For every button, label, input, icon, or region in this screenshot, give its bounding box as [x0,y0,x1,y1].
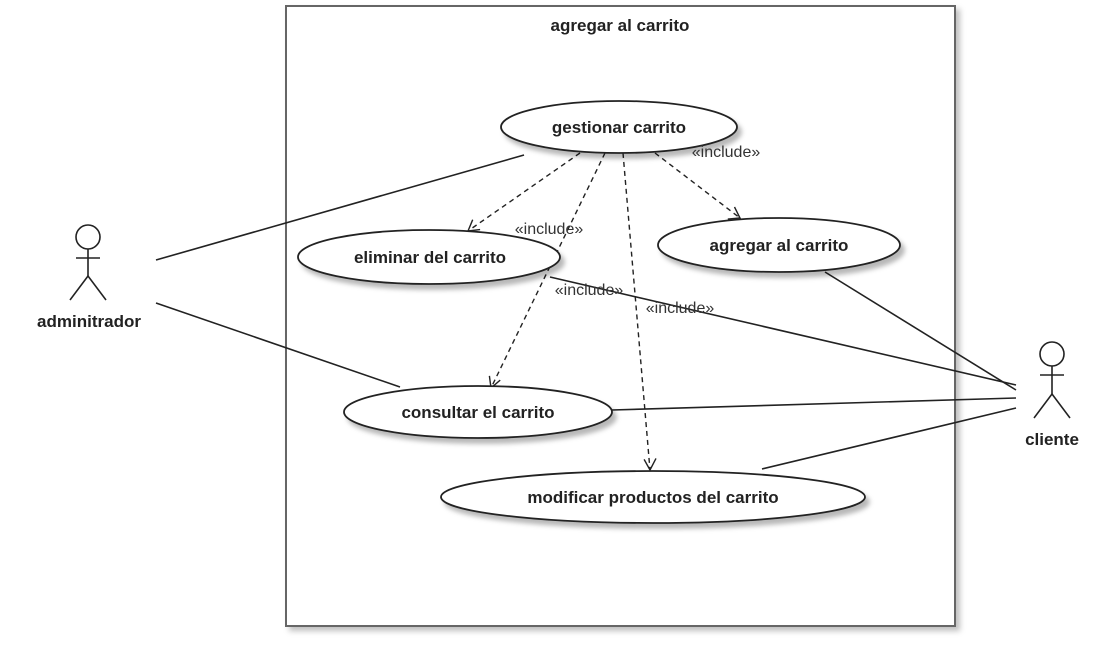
use-case-agregar-ellipse [657,217,901,273]
assoc-admin-consultar [155,302,401,388]
associations [155,154,1017,470]
actor-admin-head [75,224,101,250]
actor-cliente-leg-right [1051,393,1071,419]
use-case-consultar-ellipse [343,385,613,439]
include-relations [466,152,742,472]
include-arrowhead-agregar [727,206,742,220]
use-case-modificar-ellipse [440,470,866,524]
include-label-eliminar: «include» [515,221,584,238]
use-case-consultar[interactable]: consultar el carrito [343,385,613,439]
use-case-eliminar[interactable]: eliminar del carrito [297,229,561,285]
assoc-cliente-agregar [824,271,1017,391]
assoc-cliente-eliminar [549,276,1017,386]
include-label-modificar: «include» [646,300,715,317]
actor-cliente-head [1039,341,1065,367]
assoc-cliente-modificar [761,407,1017,470]
include-label-agregar: «include» [692,144,761,161]
assoc-admin-gestionar [155,154,525,261]
use-case-eliminar-label: eliminar del carrito [354,248,506,267]
use-case-agregar-label: agregar al carrito [710,236,849,255]
use-case-consultar-label: consultar el carrito [401,403,554,422]
assoc-cliente-consultar [611,397,1017,411]
use-case-agregar[interactable]: agregar al carrito [657,217,901,273]
include-arrowhead-modificar [643,458,657,472]
use-case-eliminar-ellipse [297,229,561,285]
actor-admin-leg-left [69,275,89,301]
actor-cliente-label: cliente [1025,430,1079,449]
use-case-gestionar-label: gestionar carrito [552,118,686,137]
actor-admin[interactable] [69,224,107,301]
actor-cliente[interactable] [1033,341,1071,419]
system-title: agregar al carrito [551,16,690,35]
system-boundary [285,5,956,627]
use-case-gestionar-ellipse [500,100,738,154]
include-label-consultar: «include» [555,282,624,299]
use-case-gestionar[interactable]: gestionar carrito [500,100,738,154]
actor-admin-leg-right [87,275,107,301]
use-case-modificar-label: modificar productos del carrito [527,488,778,507]
include-line-modificar [622,152,651,471]
include-line-eliminar [467,152,581,232]
actor-admin-label: adminitrador [37,312,141,331]
actor-cliente-leg-left [1033,393,1053,419]
use-case-modificar[interactable]: modificar productos del carrito [440,470,866,524]
include-line-consultar [490,152,606,389]
